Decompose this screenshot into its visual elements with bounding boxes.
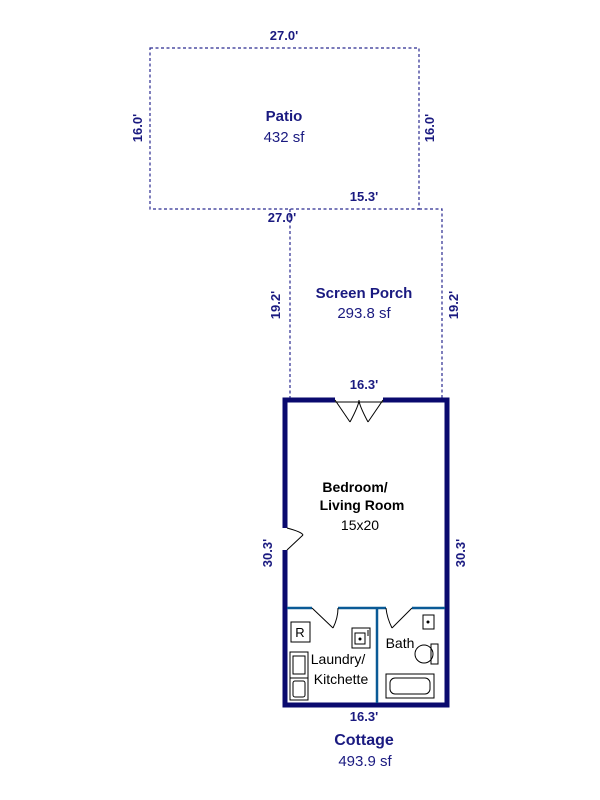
stove-icon: [289, 651, 309, 701]
door-swing-icon: [286, 527, 304, 551]
bedroom-right-dimension: 30.3': [453, 539, 468, 567]
screen-porch-bottom-dimension: 16.3': [350, 377, 378, 392]
screen-porch-area: 293.8 sf: [337, 305, 391, 322]
laundry-name-line2: Kitchette: [314, 671, 369, 687]
bedroom-name-line1: Bedroom/: [322, 479, 387, 495]
patio-right-dimension: 16.0': [422, 114, 437, 142]
bedroom-name-line2: Living Room: [320, 497, 405, 513]
screen-porch-outline: [289, 208, 443, 400]
cottage-name: Cottage: [334, 732, 394, 749]
screen-porch-right-dimension: 19.2': [446, 291, 461, 319]
cottage-exterior-wall: [282, 397, 450, 708]
interior-wall: [287, 606, 445, 703]
sink-icon: [351, 627, 371, 649]
cottage-bottom-dimension: 16.3': [350, 709, 378, 724]
door-swing-icon: [385, 607, 413, 629]
cottage-area: 493.9 sf: [338, 753, 392, 770]
bedroom-size: 15x20: [341, 517, 379, 533]
refrigerator-letter: R: [295, 625, 304, 640]
toilet-icon: [414, 614, 439, 665]
patio-outline: [149, 47, 420, 210]
door-swing-icon: [311, 607, 339, 629]
patio-left-dimension: 16.0': [130, 114, 145, 142]
refrigerator-icon: R: [290, 621, 311, 643]
bedroom-left-dimension: 30.3': [260, 539, 275, 567]
patio-area: 432 sf: [264, 129, 306, 146]
laundry-name-line1: Laundry/: [311, 651, 366, 667]
bathtub-icon: [385, 673, 435, 699]
patio-bottom-dimension: 27.0': [268, 210, 296, 225]
patio-name: Patio: [266, 108, 303, 125]
patio-top-dimension: 27.0': [270, 28, 298, 43]
screen-porch-top-dimension: 15.3': [350, 189, 378, 204]
bath-name: Bath: [386, 635, 415, 651]
screen-porch-left-dimension: 19.2': [268, 291, 283, 319]
screen-porch-name: Screen Porch: [316, 285, 413, 302]
door-swing-icon: [334, 399, 384, 423]
